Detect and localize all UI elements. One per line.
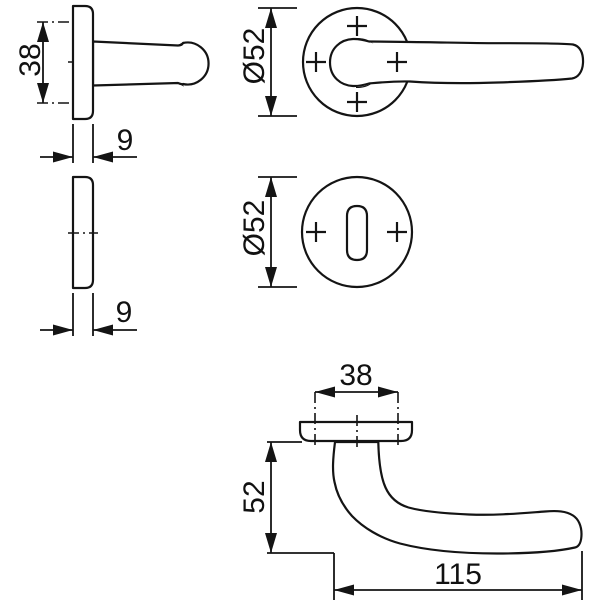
lever-top-profile-view: 38 52 115 bbox=[238, 359, 583, 600]
escutcheon-side-view: 9 bbox=[40, 175, 137, 336]
lever-side-profile bbox=[91, 40, 210, 87]
dimension-label-9-top: 9 bbox=[117, 124, 134, 157]
dimension-rose-width: 38 bbox=[315, 359, 398, 398]
lever-front-outline bbox=[328, 37, 585, 88]
dimension-handle-length: 115 bbox=[333, 551, 583, 600]
arrowhead-down bbox=[265, 533, 277, 553]
arrowhead-down bbox=[265, 267, 277, 287]
dimension-rose-thickness: 9 bbox=[40, 124, 137, 163]
dimension-escutcheon-diameter: Ø52 bbox=[238, 176, 297, 288]
screw-cross-right bbox=[387, 222, 407, 242]
key-escutcheon-front-view: Ø52 bbox=[238, 175, 414, 289]
dimension-escutcheon-thickness: 9 bbox=[40, 293, 137, 336]
rose-with-lever-side-view: 38 9 bbox=[14, 4, 210, 163]
dimension-label-d52-rose: Ø52 bbox=[238, 28, 271, 85]
arrowhead-up bbox=[265, 442, 277, 462]
rose-with-lever-front-view: Ø52 bbox=[238, 6, 585, 118]
arrowhead-up bbox=[37, 22, 49, 42]
screw-cross-top bbox=[347, 16, 367, 36]
arrowhead-left bbox=[334, 584, 354, 596]
dimension-label-9-bottom: 9 bbox=[116, 296, 133, 329]
arrowhead-left bbox=[93, 151, 113, 163]
dimension-handle-projection: 52 bbox=[238, 441, 334, 554]
lever-neck-cusp-bottom bbox=[356, 82, 374, 88]
arrowhead-down bbox=[37, 83, 49, 103]
arrowhead-right bbox=[53, 151, 73, 163]
screw-cross-left bbox=[306, 52, 326, 72]
dimension-label-115: 115 bbox=[434, 558, 482, 591]
arrowhead-up bbox=[265, 177, 277, 197]
screw-cross-right bbox=[387, 52, 407, 72]
lever-profile-outline bbox=[331, 440, 583, 555]
dimension-label-38-side: 38 bbox=[14, 43, 47, 76]
lever-neck-cusp-top bbox=[356, 38, 374, 44]
screw-cross-left bbox=[306, 222, 326, 242]
dimension-label-38-width: 38 bbox=[339, 359, 372, 392]
dimension-rose-diameter: Ø52 bbox=[238, 7, 297, 117]
lever-neck-cusp-top bbox=[176, 41, 184, 46]
arrowhead-up bbox=[265, 8, 277, 28]
arrowhead-right bbox=[562, 584, 582, 596]
screw-cross-bottom bbox=[347, 92, 367, 112]
arrowhead-right bbox=[53, 324, 73, 336]
arrowhead-right bbox=[378, 386, 398, 398]
rose-side-outline bbox=[71, 4, 95, 121]
arrowhead-down bbox=[265, 96, 277, 116]
dimension-rose-height: 38 bbox=[14, 22, 49, 103]
keyhole-slot bbox=[345, 204, 369, 262]
dimension-label-52: 52 bbox=[238, 480, 271, 513]
rose-profile-outline bbox=[298, 420, 414, 443]
lever-neck-cusp-bottom bbox=[176, 82, 184, 87]
arrowhead-left bbox=[93, 324, 113, 336]
arrowhead-left bbox=[315, 386, 335, 398]
dimension-label-d52-escutcheon: Ø52 bbox=[238, 200, 271, 257]
